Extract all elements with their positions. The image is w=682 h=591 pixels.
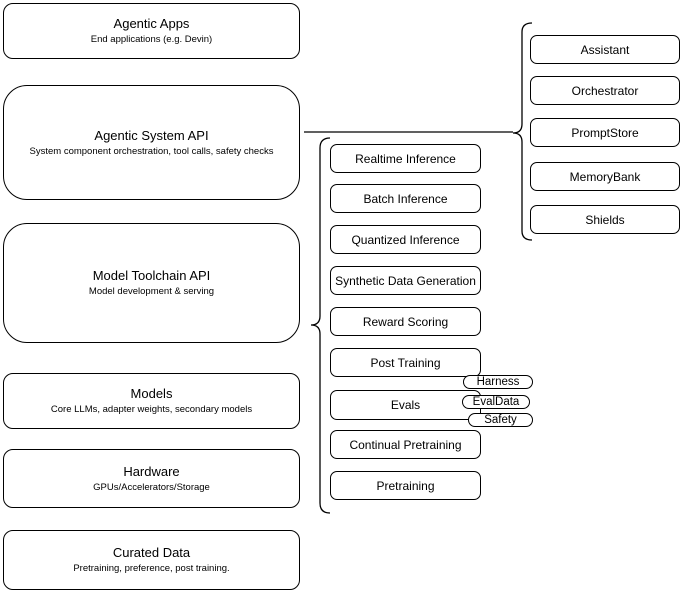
node-subtitle: System component orchestration, tool cal… [29,145,274,157]
node-label: Reward Scoring [362,314,449,329]
node-continual-pretraining: Continual Pretraining [330,430,481,459]
node-assistant: Assistant [530,35,680,64]
node-realtime-inference: Realtime Inference [330,144,481,173]
node-quantized-inference: Quantized Inference [330,225,481,254]
node-label: Quantized Inference [351,232,460,247]
tag-safety: Safety [468,413,533,427]
node-label: MemoryBank [569,169,641,184]
node-models: Models Core LLMs, adapter weights, secon… [3,373,300,429]
node-label: Pretraining [376,478,435,493]
node-title: Agentic System API [94,127,209,143]
node-subtitle: Pretraining, preference, post training. [73,563,230,574]
node-title: Model Toolchain API [92,268,211,283]
node-label: Orchestrator [571,83,639,98]
node-model-toolchain-api: Model Toolchain API Model development & … [3,223,300,343]
node-agentic-apps: Agentic Apps End applications (e.g. Devi… [3,3,300,59]
node-label: Shields [585,212,625,227]
node-subtitle: End applications (e.g. Devin) [90,34,213,45]
node-memorybank: MemoryBank [530,162,680,191]
node-label: Realtime Inference [355,151,456,166]
node-batch-inference: Batch Inference [330,184,481,213]
node-title: Models [130,386,173,401]
tag-label: EvalData [472,396,520,408]
node-label: Evals [390,398,421,412]
node-subtitle: Model development & serving [88,286,215,297]
node-synthetic-data-generation: Synthetic Data Generation [330,266,481,295]
node-promptstore: PromptStore [530,118,680,147]
tag-label: Harness [476,376,520,388]
node-reward-scoring: Reward Scoring [330,307,481,336]
toolchain-curly-brace [310,137,331,514]
tag-evaldata: EvalData [462,395,530,409]
node-label: Assistant [580,42,630,57]
node-curated-data: Curated Data Pretraining, preference, po… [3,530,300,590]
node-label: Batch Inference [363,191,448,206]
node-label: PromptStore [571,125,639,140]
node-orchestrator: Orchestrator [530,76,680,105]
node-shields: Shields [530,205,680,234]
node-evals: Evals [330,390,481,420]
tag-harness: Harness [463,375,533,389]
node-subtitle: GPUs/Accelerators/Storage [93,481,210,493]
node-title: Curated Data [112,545,191,560]
node-title: Hardware [123,463,180,479]
node-pretraining: Pretraining [330,471,481,500]
node-agentic-system-api: Agentic System API System component orch… [3,85,300,200]
tag-label: Safety [484,414,517,426]
node-post-training: Post Training [330,348,481,377]
node-label: Continual Pretraining [349,437,462,452]
node-label: Synthetic Data Generation [335,273,476,288]
node-label: Post Training [370,355,441,370]
node-hardware: Hardware GPUs/Accelerators/Storage [3,449,300,508]
node-title: Agentic Apps [113,16,190,31]
node-subtitle: Core LLMs, adapter weights, secondary mo… [50,404,253,415]
